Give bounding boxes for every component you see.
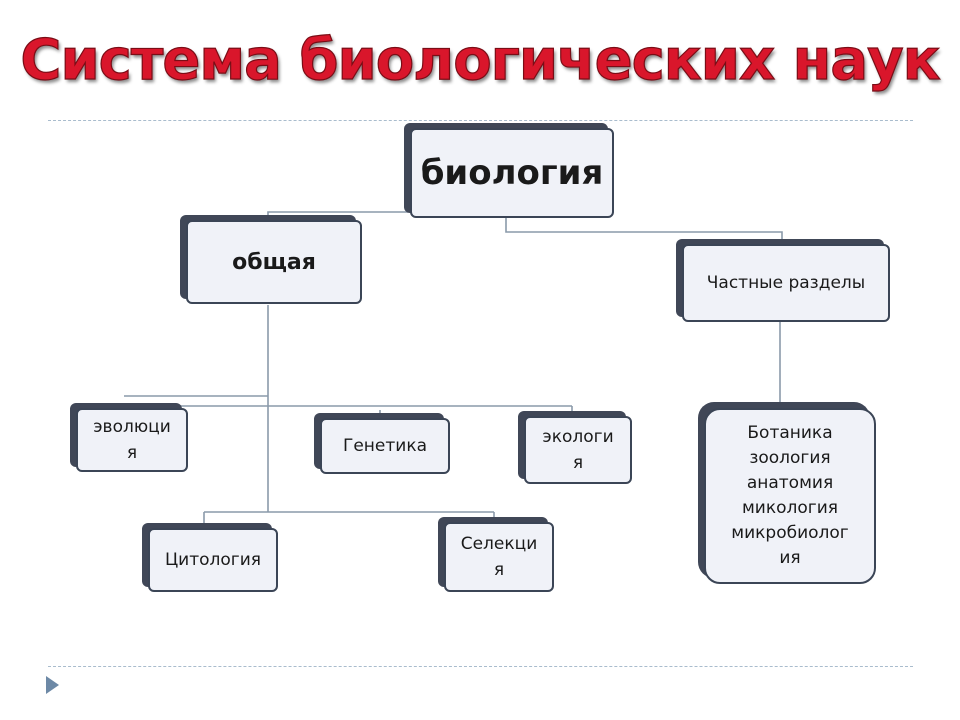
node-evolution-label: эволюци я (93, 417, 171, 463)
node-specific-sections-label: Частные разделы (706, 273, 866, 293)
top-divider (48, 120, 913, 121)
node-genetics-label: Генетика (342, 436, 428, 456)
node-general: общая (186, 220, 362, 304)
bottom-divider (48, 666, 913, 667)
node-cytology-label: Цитология (164, 550, 262, 570)
node-genetics: Генетика (320, 418, 450, 474)
node-selection: Селекци я (444, 522, 554, 592)
node-cytology: Цитология (148, 528, 278, 592)
node-ecology: экологи я (524, 416, 632, 484)
node-biology: биология (410, 128, 614, 218)
node-selection-label: Селекци я (460, 534, 538, 580)
connector-biology-general (267, 211, 408, 222)
node-evolution: эволюци я (76, 408, 188, 472)
node-ecology-label: экологи я (542, 427, 614, 473)
node-specific-branches-list-label: Ботаника зоология анатомия микология мик… (731, 423, 849, 568)
node-specific-branches-list: Ботаника зоология анатомия микология мик… (704, 408, 876, 584)
node-biology-label: биология (420, 153, 604, 193)
connector-biology-specific (505, 218, 783, 244)
slide-bullet-icon (46, 676, 59, 694)
node-general-label: общая (232, 249, 316, 275)
node-specific-sections: Частные разделы (682, 244, 890, 322)
slide-title: Система биологических наук (20, 27, 942, 93)
